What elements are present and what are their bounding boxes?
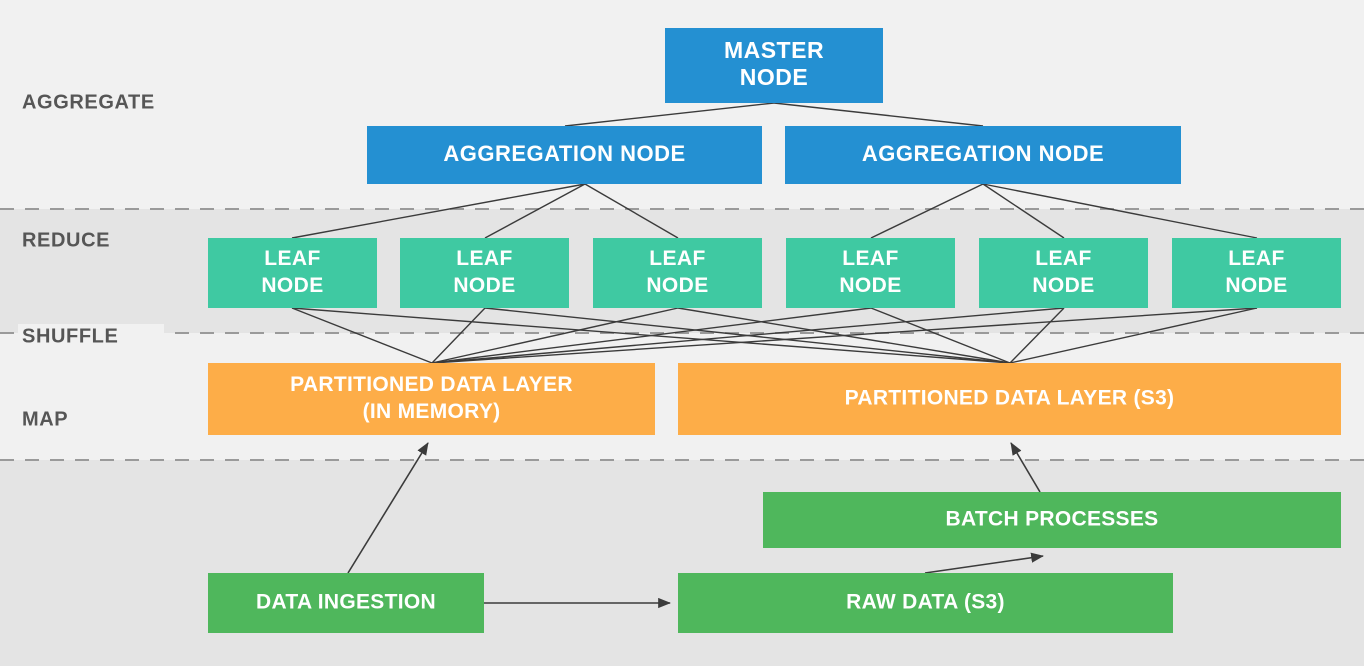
node-box-data-ingestion[interactable]: [208, 573, 484, 633]
node-batch-processes[interactable]: BATCH PROCESSES: [763, 492, 1341, 548]
edge-shuffle-leaf-2-to-pdl-memory: [431, 307, 486, 364]
edge-shuffle-leaf-2-to-pdl-s3: [484, 307, 1011, 364]
node-label-leaf-node-2: LEAF: [456, 247, 512, 270]
node-data-ingestion[interactable]: DATA INGESTION: [208, 573, 484, 633]
node-label-leaf-node-1: LEAF: [264, 247, 320, 270]
node-label-leaf-node-5: NODE: [1032, 274, 1094, 297]
node-label-leaf-node-1: NODE: [261, 274, 323, 297]
edge-data-ingestion-to-pdl-memory: [347, 442, 429, 574]
edge-agg-left-to-leaf-2: [484, 183, 586, 239]
node-box-aggregation-node-right[interactable]: [785, 126, 1181, 184]
node-box-partitioned-data-layer-in-memory[interactable]: [208, 363, 655, 435]
node-leaf-node-5[interactable]: LEAF NODE: [979, 238, 1148, 308]
band-label-shuffle: SHUFFLE: [22, 325, 118, 347]
node-label-master-node: MASTER: [724, 37, 824, 63]
node-leaf-node-3[interactable]: LEAF NODE: [593, 238, 762, 308]
node-aggregation-node-left[interactable]: AGGREGATION NODE: [367, 126, 762, 184]
edge-master-to-agg-right: [773, 102, 984, 127]
edge-shuffle-leaf-1-to-pdl-memory: [291, 307, 433, 364]
node-partitioned-data-layer-s3[interactable]: PARTITIONED DATA LAYER (S3): [678, 363, 1341, 435]
edge-shuffle-leaf-6-to-pdl-s3: [1009, 307, 1258, 364]
edge-agg-right-to-leaf-4: [870, 183, 984, 239]
node-label-leaf-node-4: NODE: [839, 274, 901, 297]
node-label-leaf-node-6: LEAF: [1228, 247, 1284, 270]
node-box-leaf-node-2[interactable]: [400, 238, 569, 308]
node-partitioned-data-layer-in-memory[interactable]: PARTITIONED DATA LAYER (IN MEMORY): [208, 363, 655, 435]
node-label-leaf-node-2: NODE: [453, 274, 515, 297]
band-label-reduce: REDUCE: [22, 229, 110, 251]
node-label-partitioned-data-layer-s3: PARTITIONED DATA LAYER (S3): [845, 387, 1175, 410]
band-dividers: [0, 208, 1364, 461]
node-box-partitioned-data-layer-s3[interactable]: [678, 363, 1341, 435]
edge-agg-right-to-leaf-5: [982, 183, 1065, 239]
node-label-master-node: NODE: [740, 64, 808, 90]
node-label-raw-data-s3: RAW DATA (S3): [846, 591, 1005, 614]
edge-shuffle-leaf-5-to-pdl-s3: [1009, 307, 1065, 364]
edge-agg-right-to-leaf-6: [982, 183, 1258, 239]
node-label-leaf-node-5: LEAF: [1035, 247, 1091, 270]
edge-batch-processes-to-pdl-s3: [1010, 442, 1041, 493]
node-leaf-node-4[interactable]: LEAF NODE: [786, 238, 955, 308]
node-label-batch-processes: BATCH PROCESSES: [946, 508, 1159, 531]
node-label-partitioned-data-layer-in-memory: (IN MEMORY): [363, 400, 501, 423]
band-background-ingest: [0, 460, 1364, 666]
node-label-leaf-node-3: LEAF: [649, 247, 705, 270]
node-label-partitioned-data-layer-in-memory: PARTITIONED DATA LAYER: [290, 373, 573, 396]
node-label-data-ingestion: DATA INGESTION: [256, 591, 436, 614]
node-box-leaf-node-6[interactable]: [1172, 238, 1341, 308]
edge-shuffle-leaf-1-to-pdl-s3: [291, 307, 1011, 364]
edge-master-to-agg-left: [564, 102, 775, 127]
node-raw-data-s3[interactable]: RAW DATA (S3): [678, 573, 1173, 633]
node-box-leaf-node-5[interactable]: [979, 238, 1148, 308]
node-box-batch-processes[interactable]: [763, 492, 1341, 548]
node-leaf-node-2[interactable]: LEAF NODE: [400, 238, 569, 308]
node-aggregation-node-right[interactable]: AGGREGATION NODE: [785, 126, 1181, 184]
edge-agg-left-to-leaf-3: [584, 183, 679, 239]
node-box-leaf-node-1[interactable]: [208, 238, 377, 308]
node-label-leaf-node-6: NODE: [1225, 274, 1287, 297]
node-box-aggregation-node-left[interactable]: [367, 126, 762, 184]
node-box-master-node[interactable]: [665, 28, 883, 103]
band-label-aggregate: AGGREGATE: [22, 91, 155, 113]
node-leaf-node-1[interactable]: LEAF NODE: [208, 238, 377, 308]
band-labels: AGGREGATE REDUCE SHUFFLE MAP: [18, 91, 164, 430]
node-label-aggregation-node-right: AGGREGATION NODE: [862, 141, 1104, 166]
node-label-leaf-node-4: LEAF: [842, 247, 898, 270]
node-box-leaf-node-3[interactable]: [593, 238, 762, 308]
node-label-leaf-node-3: NODE: [646, 274, 708, 297]
node-box-raw-data-s3[interactable]: [678, 573, 1173, 633]
edge-agg-left-to-leaf-1: [291, 183, 586, 239]
node-box-leaf-node-4[interactable]: [786, 238, 955, 308]
edge-shuffle-leaf-3-to-pdl-memory: [431, 307, 679, 364]
band-label-map: MAP: [22, 408, 68, 430]
shuffle-label-backdrop: [18, 324, 164, 350]
connector-edges: [291, 102, 1258, 609]
node-leaf-node-6[interactable]: LEAF NODE: [1172, 238, 1341, 308]
edge-shuffle-leaf-3-to-pdl-s3: [677, 307, 1011, 364]
node-label-aggregation-node-left: AGGREGATION NODE: [443, 141, 685, 166]
edge-raw-data-to-batch-processes: [924, 552, 1044, 574]
edge-shuffle-leaf-4-to-pdl-s3: [870, 307, 1011, 364]
